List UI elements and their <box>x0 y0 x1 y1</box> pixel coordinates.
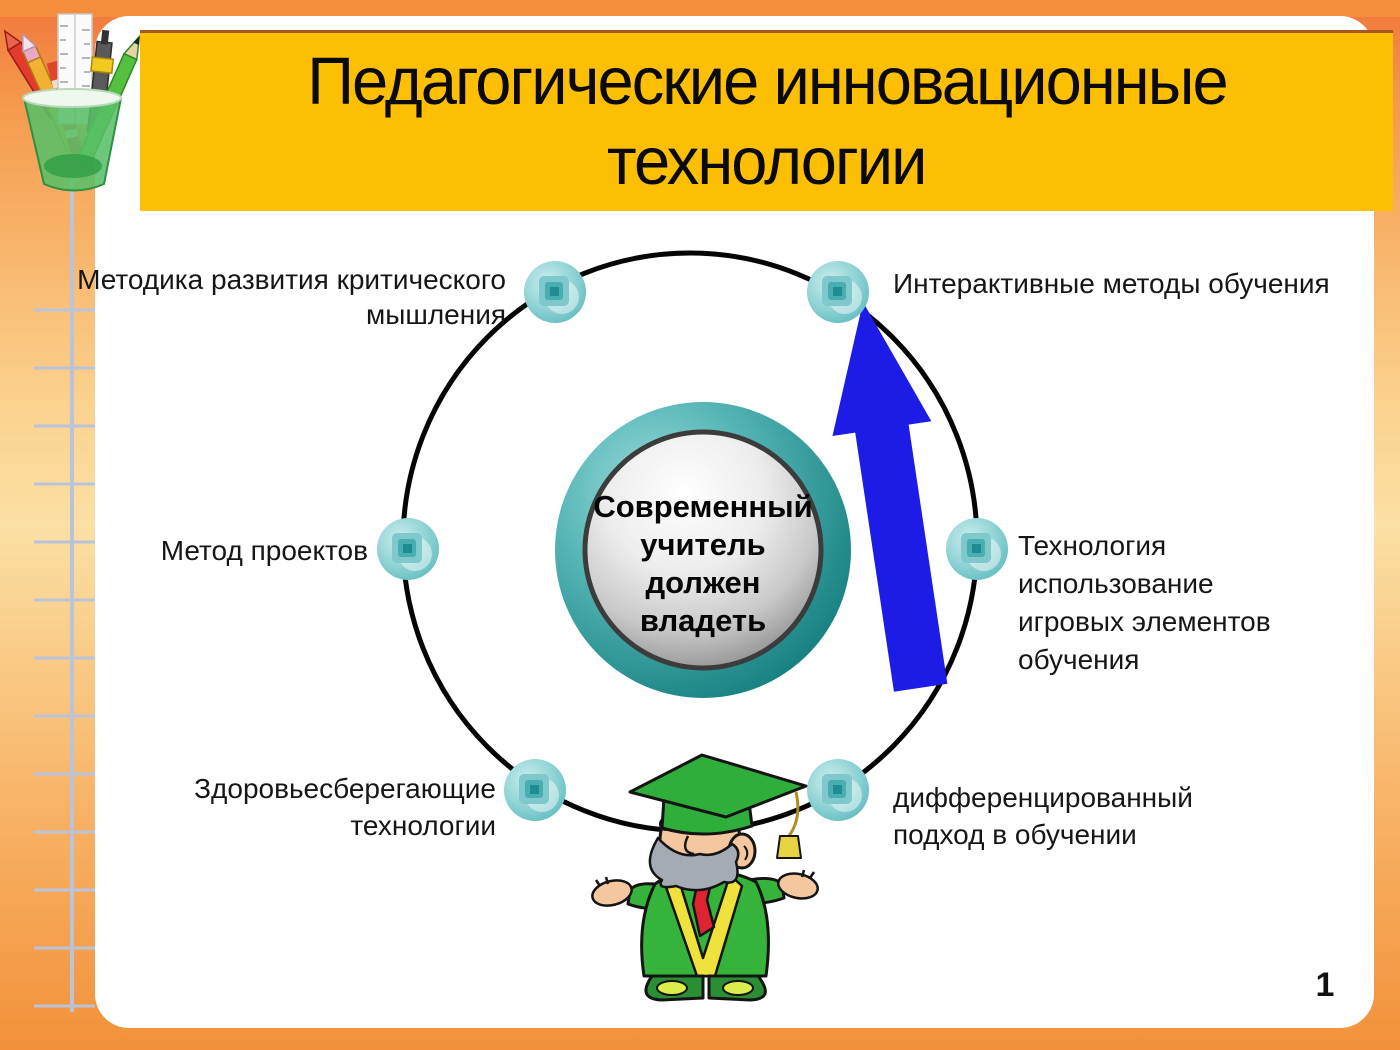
bead-icon-bottom-right <box>807 759 869 821</box>
slide-title-line2: технологии <box>607 124 928 199</box>
node-label-critical-thinking: Методика развития критического мышления <box>77 264 506 330</box>
center-circle-text: Современный учитель должен владеть <box>593 489 813 638</box>
bead-icon-right <box>946 518 1008 580</box>
up-arrow-icon <box>832 302 948 692</box>
bead-icon-left <box>377 518 439 580</box>
frame-top-strip <box>0 0 1400 17</box>
bead-icon-bottom-left <box>504 759 566 821</box>
page-number: 1 <box>1315 966 1335 1004</box>
node-label-project-method: Метод проектов <box>160 535 368 566</box>
title-banner: Педагогические инновационные технологии <box>140 30 1393 211</box>
bead-icon-top-right <box>807 261 869 323</box>
node-label-game-elements: Технология использование игровых элемент… <box>1018 530 1271 675</box>
bead-icon-top-left <box>524 261 586 323</box>
graduate-icon <box>591 753 819 1002</box>
node-label-interactive-methods: Интерактивные методы обучения <box>893 268 1330 299</box>
node-label-health-saving: Здоровьесберегающие технологии <box>194 773 496 841</box>
slide-title-line1: Педагогические инновационные <box>306 44 1228 119</box>
node-label-differentiated-approach: дифференцированный подход в обучении <box>893 782 1193 850</box>
center-circle <box>555 402 851 698</box>
